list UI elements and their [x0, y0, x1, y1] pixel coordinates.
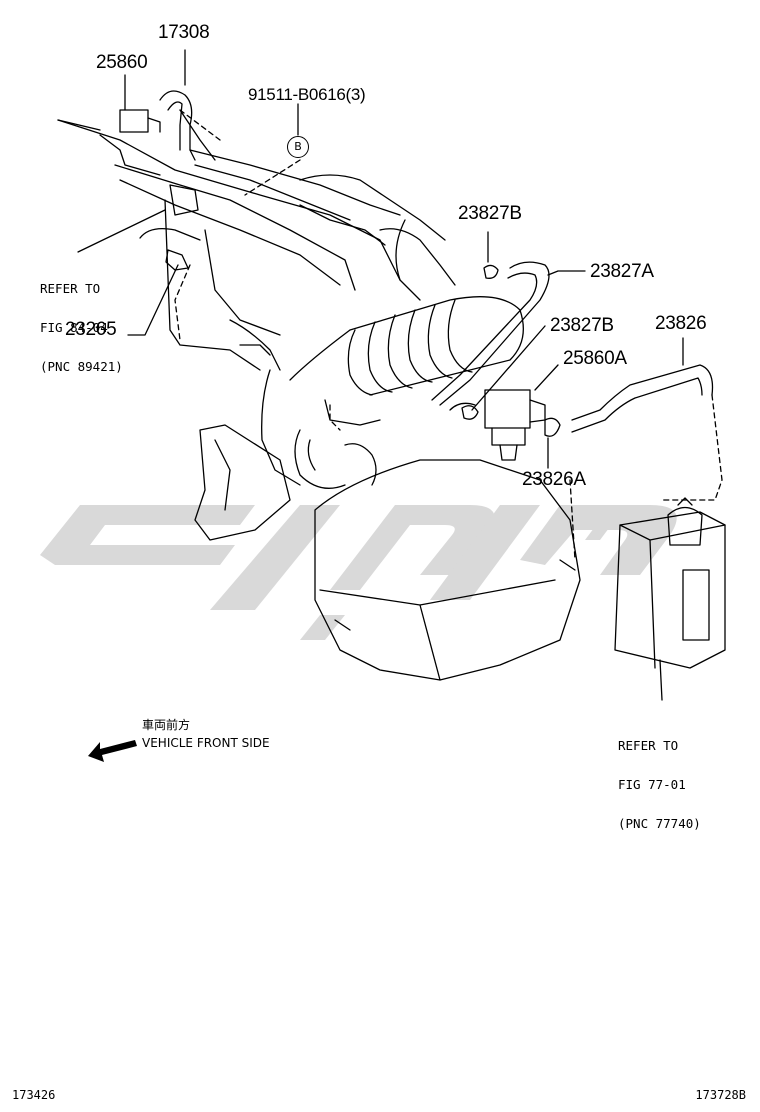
part-label-17308: 17308 — [158, 22, 210, 43]
engine-block-outline — [57, 119, 421, 301]
part-label-23826A: 23826A — [522, 469, 586, 490]
refer-right-line2: FIG 77-01 — [618, 777, 686, 792]
refer-note-right: REFER TO FIG 77-01 (PNC 77740) — [618, 713, 701, 843]
footer-code-left: 173426 — [12, 1088, 56, 1102]
sensor-23265 — [165, 249, 189, 271]
intake-duct — [261, 369, 301, 486]
refer-right-line1: REFER TO — [618, 738, 679, 753]
vsv-25860A-body — [484, 389, 531, 429]
part-label-23826: 23826 — [655, 313, 707, 334]
charcoal-canister — [614, 511, 726, 669]
part-label-25860A: 25860A — [563, 348, 627, 369]
part-label-23827B-mid: 23827B — [550, 315, 614, 336]
hose-17308 — [159, 90, 196, 161]
footer-code-right: 173728B — [695, 1088, 746, 1102]
hose-23827A — [439, 261, 550, 406]
refer-left-line1: REFER TO — [40, 281, 101, 296]
part-label-91511: 91511-B0616(3) — [248, 85, 366, 104]
part-label-23265: 23265 — [65, 319, 117, 340]
hose-23826 — [571, 364, 714, 421]
direction-label-en: VEHICLE FRONT SIDE — [142, 736, 270, 750]
watermark-logo — [40, 505, 677, 640]
direction-label-jp: 車両前方 — [142, 718, 191, 732]
vehicle-front-arrow-icon — [88, 740, 137, 762]
refer-right-line3: (PNC 77740) — [618, 816, 701, 831]
part-label-23827A: 23827A — [590, 261, 654, 282]
refer-left-line2: FIG 84-04 — [40, 320, 108, 335]
refer-note-left: REFER TO FIG 84-04 (PNC 89421) — [40, 256, 123, 386]
refer-left-line3: (PNC 89421) — [40, 359, 123, 374]
marker-b: B — [287, 136, 309, 158]
vsv-25860 — [119, 109, 149, 133]
part-label-25860: 25860 — [96, 52, 148, 73]
part-label-23827B-top: 23827B — [458, 203, 522, 224]
